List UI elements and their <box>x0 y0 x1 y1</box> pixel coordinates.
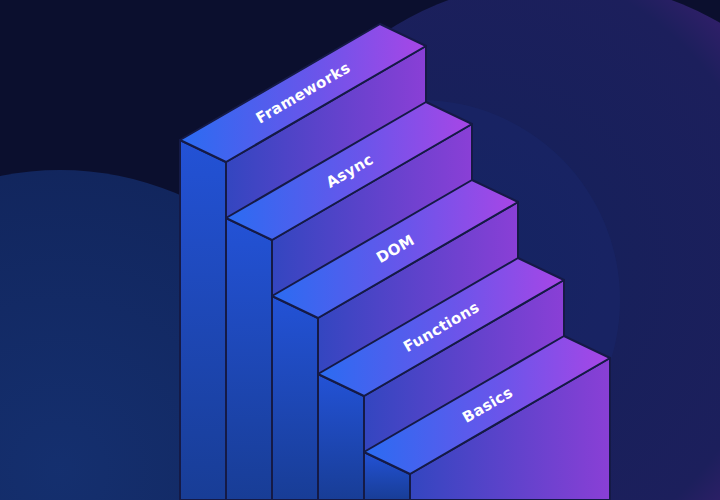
step-label: Basics <box>459 383 516 426</box>
step-band: DOM <box>373 231 418 267</box>
step-tread <box>364 336 610 474</box>
step-side <box>180 140 226 500</box>
step-label: Functions <box>400 298 482 356</box>
step-label: DOM <box>373 231 418 267</box>
step-band: Functions <box>400 298 482 356</box>
step-label: Frameworks <box>253 59 354 128</box>
step-side <box>226 218 272 500</box>
step-band: Frameworks <box>253 59 354 128</box>
step-side <box>272 296 318 500</box>
step-label: Async <box>322 150 375 191</box>
step-band: Basics <box>459 383 516 426</box>
step-band: Async <box>322 150 375 191</box>
